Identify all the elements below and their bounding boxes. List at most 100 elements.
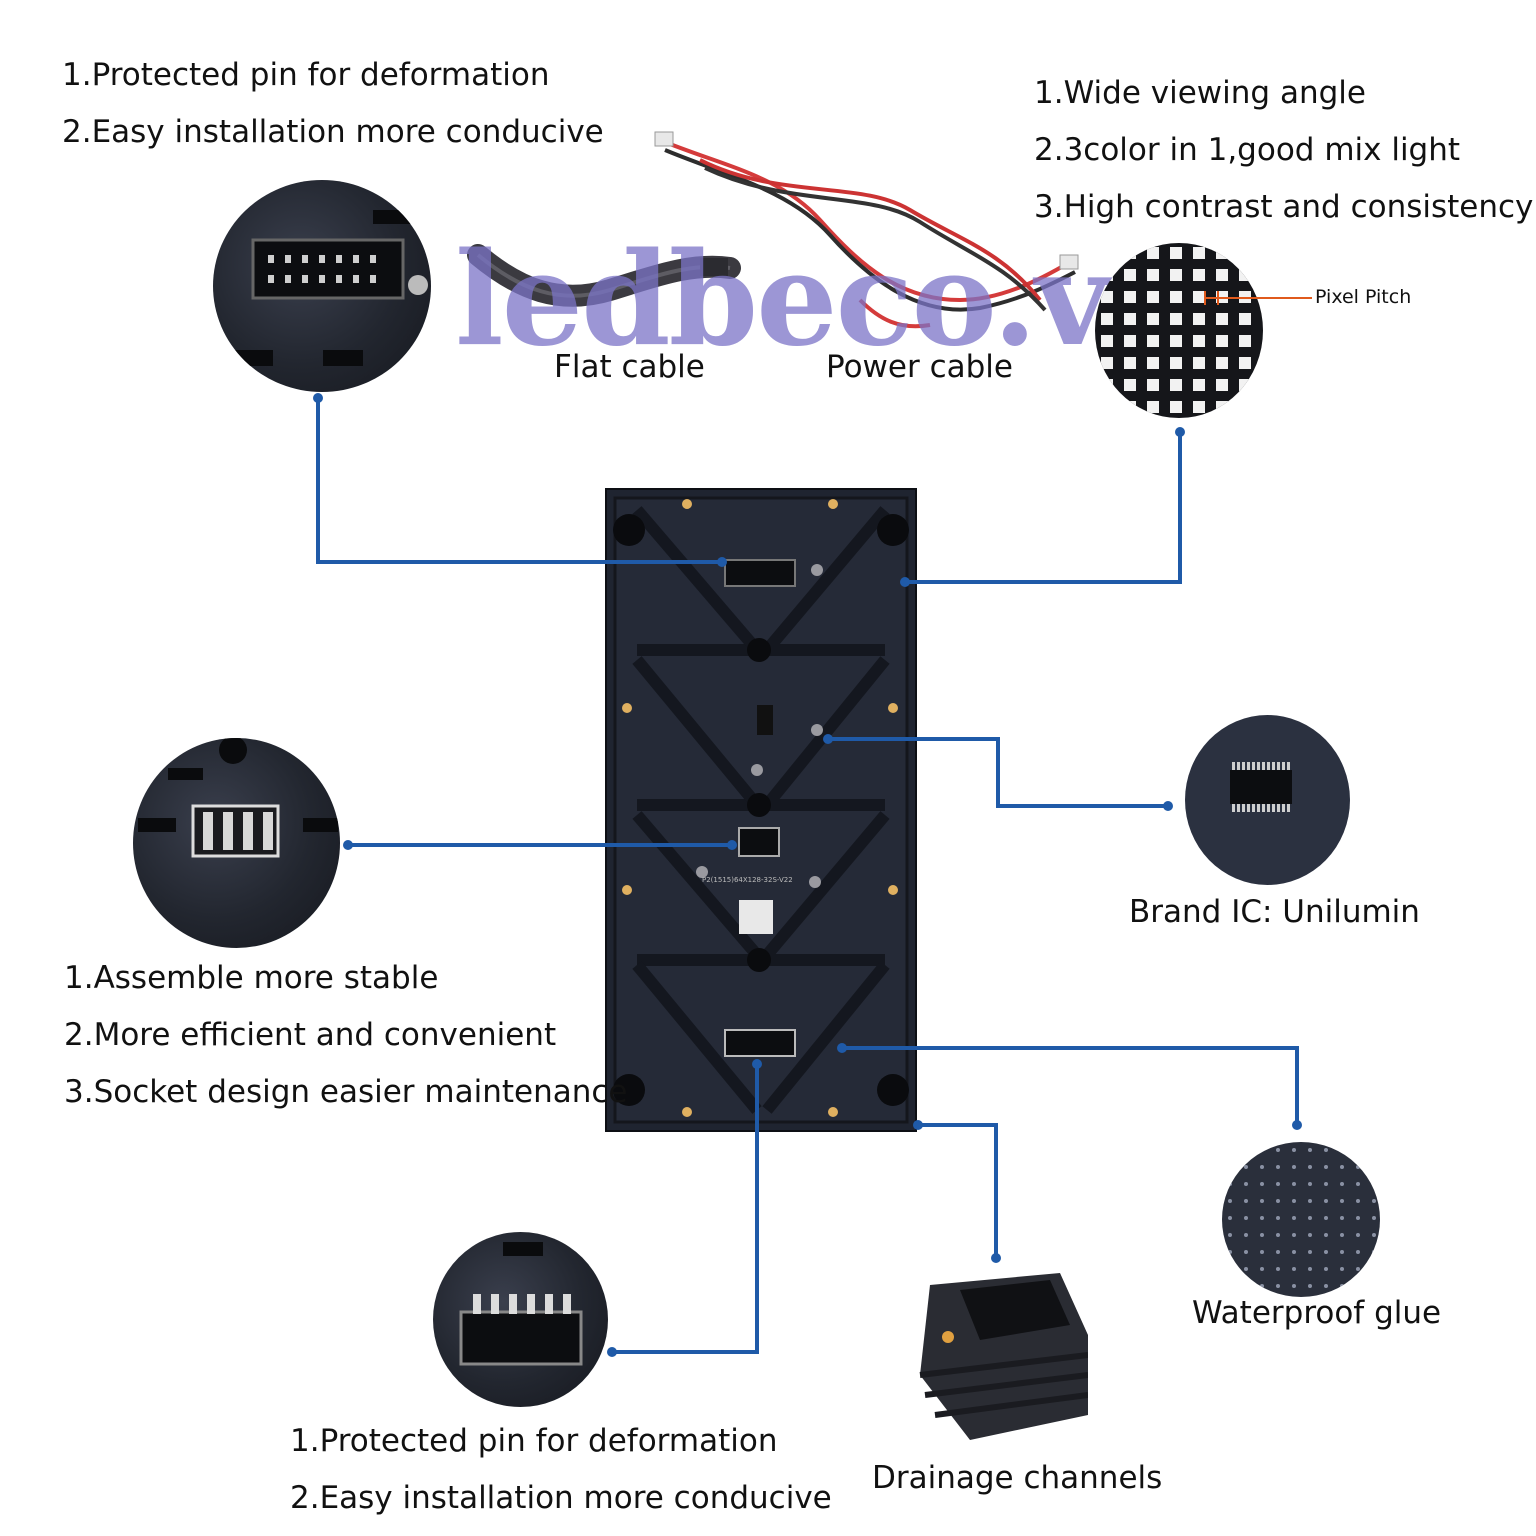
- top-left-feature-1: 1.Protected pin for deformation: [62, 57, 550, 93]
- glue-dot: [1244, 1233, 1248, 1237]
- glue-dot: [1276, 1233, 1280, 1237]
- glue-dot: [1340, 1267, 1344, 1271]
- glue-dot: [1324, 1165, 1328, 1169]
- glue-dot: [1228, 1250, 1232, 1254]
- glue-dot: [1372, 1284, 1376, 1288]
- mid-left-feature-3: 3.Socket design easier maintenance: [64, 1074, 628, 1110]
- glue-dot: [1228, 1148, 1232, 1152]
- glue-dot: [1244, 1182, 1248, 1186]
- glue-dot: [1292, 1233, 1296, 1237]
- glue-dot: [1324, 1199, 1328, 1203]
- glue-dot: [1244, 1148, 1248, 1152]
- glue-dot: [1356, 1148, 1360, 1152]
- led-pixel: [1239, 313, 1251, 325]
- ic-pin: [1232, 804, 1235, 812]
- glue-dot: [1356, 1250, 1360, 1254]
- led-pixel: [1193, 291, 1205, 303]
- glue-dot: [1356, 1284, 1360, 1288]
- drainage-channels-label: Drainage channels: [872, 1460, 1163, 1496]
- led-pixel: [1147, 335, 1159, 347]
- bottom-feature-2: 2.Easy installation more conducive: [290, 1480, 832, 1516]
- glue-dot: [1228, 1233, 1232, 1237]
- ic-pin: [1277, 762, 1280, 770]
- glue-dot: [1276, 1250, 1280, 1254]
- glue-dot: [1260, 1284, 1264, 1288]
- led-pixel: [1239, 379, 1251, 391]
- glue-dot: [1228, 1284, 1232, 1288]
- led-pixel: [1170, 247, 1182, 259]
- led-pixel: [1239, 335, 1251, 347]
- ic-pin: [1247, 804, 1250, 812]
- ic-closeup-photo: [1185, 715, 1350, 885]
- glue-dot: [1308, 1182, 1312, 1186]
- ic-pin: [1272, 804, 1275, 812]
- glue-dot: [1340, 1233, 1344, 1237]
- glue-dot: [1276, 1284, 1280, 1288]
- led-pixel: [1193, 269, 1205, 281]
- pixel-closeup-photo: [1095, 243, 1263, 418]
- glue-dot: [1372, 1148, 1376, 1152]
- glue-dot: [1244, 1250, 1248, 1254]
- ic-pin: [1267, 804, 1270, 812]
- led-pixel: [1170, 269, 1182, 281]
- ic-pin: [1252, 762, 1255, 770]
- led-pixel: [1216, 335, 1228, 347]
- glue-dot: [1356, 1165, 1360, 1169]
- glue-dot: [1260, 1182, 1264, 1186]
- led-pixel: [1147, 247, 1159, 259]
- ic-pin: [1287, 762, 1290, 770]
- glue-dot: [1244, 1216, 1248, 1220]
- glue-dot: [1228, 1216, 1232, 1220]
- led-pixel: [1193, 247, 1205, 259]
- led-pixel: [1170, 291, 1182, 303]
- glue-dot: [1356, 1182, 1360, 1186]
- glue-dot: [1308, 1165, 1312, 1169]
- led-pixel: [1101, 313, 1113, 325]
- ic-pin: [1282, 804, 1285, 812]
- glue-dot: [1340, 1284, 1344, 1288]
- led-pixel: [1239, 291, 1251, 303]
- glue-dot: [1244, 1284, 1248, 1288]
- glue-dot: [1260, 1250, 1264, 1254]
- ic-pin: [1257, 804, 1260, 812]
- flat-cable-label: Flat cable: [554, 349, 705, 385]
- glue-dot: [1340, 1199, 1344, 1203]
- glue-dot: [1324, 1216, 1328, 1220]
- top-right-feature-2: 2.3color in 1,good mix light: [1034, 132, 1461, 168]
- glue-dot: [1308, 1267, 1312, 1271]
- led-pixel: [1193, 379, 1205, 391]
- glue-dot: [1324, 1267, 1328, 1271]
- glue-dot: [1340, 1148, 1344, 1152]
- glue-dot: [1276, 1182, 1280, 1186]
- led-pixel: [1239, 247, 1251, 259]
- led-pixel: [1193, 313, 1205, 325]
- module-model-text: P2(1515)64X128-32S-V22: [702, 876, 793, 884]
- ic-pin: [1267, 762, 1270, 770]
- ic-pin: [1262, 762, 1265, 770]
- glue-dot: [1372, 1182, 1376, 1186]
- led-pixel: [1124, 247, 1136, 259]
- top-right-feature-3: 3.High contrast and consistency: [1034, 189, 1534, 225]
- glue-dot: [1308, 1233, 1312, 1237]
- power-socket-closeup-photo: [133, 738, 340, 948]
- led-pixel: [1124, 379, 1136, 391]
- glue-dot: [1244, 1267, 1248, 1271]
- led-pixel: [1147, 379, 1159, 391]
- glue-dot: [1292, 1216, 1296, 1220]
- glue-dot: [1308, 1148, 1312, 1152]
- led-pixel: [1124, 269, 1136, 281]
- led-pixel: [1170, 335, 1182, 347]
- led-pixel: [1216, 313, 1228, 325]
- glue-dot: [1372, 1267, 1376, 1271]
- led-pixel: [1170, 357, 1182, 369]
- glue-dot: [1372, 1233, 1376, 1237]
- led-pixel: [1170, 401, 1182, 413]
- glue-dot: [1292, 1284, 1296, 1288]
- connector-closeup-photo: [213, 180, 431, 392]
- glue-dot: [1292, 1199, 1296, 1203]
- led-pixel: [1216, 379, 1228, 391]
- led-pixel: [1193, 335, 1205, 347]
- glue-dot: [1324, 1284, 1328, 1288]
- waterproof-glue-label: Waterproof glue: [1192, 1295, 1442, 1331]
- glue-dot: [1356, 1216, 1360, 1220]
